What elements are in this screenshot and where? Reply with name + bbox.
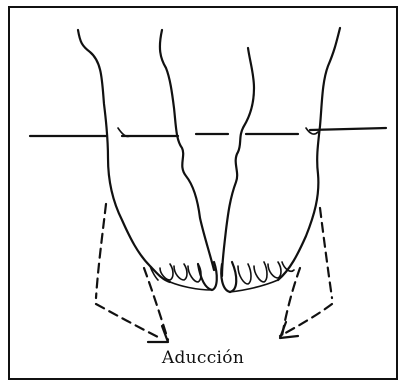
figure-caption: Aducción bbox=[10, 348, 396, 368]
left-foot bbox=[78, 30, 217, 290]
right-adduction-arrow bbox=[280, 208, 332, 338]
reference-line bbox=[30, 128, 386, 136]
right-foot bbox=[221, 28, 340, 292]
feet-adduction-illustration bbox=[10, 8, 396, 378]
figure-frame: Aducción bbox=[8, 6, 398, 380]
